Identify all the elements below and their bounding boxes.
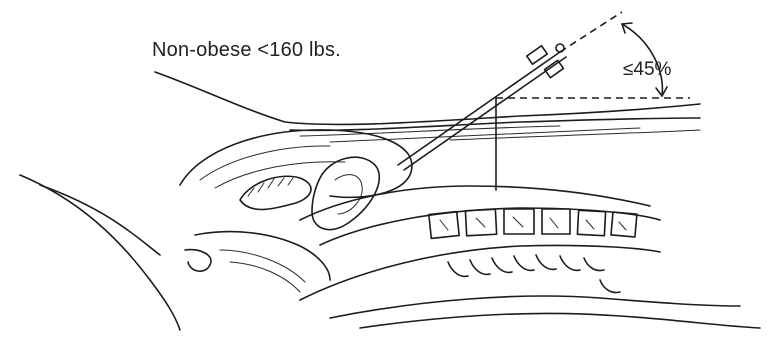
rectum-outline bbox=[300, 186, 650, 220]
vertebra bbox=[611, 212, 637, 237]
angle-label: ≤45% bbox=[623, 59, 671, 81]
trocar-shaft bbox=[398, 52, 560, 165]
vertebra bbox=[504, 209, 534, 234]
sacral-foramina bbox=[448, 255, 620, 293]
trocar-instrument bbox=[398, 44, 566, 170]
sacral-canal bbox=[320, 208, 660, 245]
uterine-body bbox=[312, 157, 379, 229]
vaginal-canal bbox=[195, 232, 330, 280]
perineum-curve bbox=[185, 250, 211, 272]
vertebra bbox=[577, 210, 605, 235]
fat-layer-lines bbox=[300, 126, 700, 142]
trocar-handle bbox=[527, 46, 547, 65]
inner-back-contour bbox=[40, 185, 160, 255]
angle-arrow-bottom bbox=[656, 87, 667, 96]
weight-label: Non-obese <160 lbs. bbox=[152, 39, 341, 62]
vertebrae-row bbox=[429, 209, 637, 238]
vertebra bbox=[542, 209, 570, 234]
angled-dashed-line bbox=[560, 12, 622, 52]
bowel-fold-lines bbox=[248, 178, 293, 196]
pelvic-floor-lines bbox=[220, 250, 305, 292]
uterine-cavity bbox=[335, 175, 362, 214]
bottom-contour-2 bbox=[360, 313, 760, 328]
bottom-contour bbox=[330, 296, 740, 318]
